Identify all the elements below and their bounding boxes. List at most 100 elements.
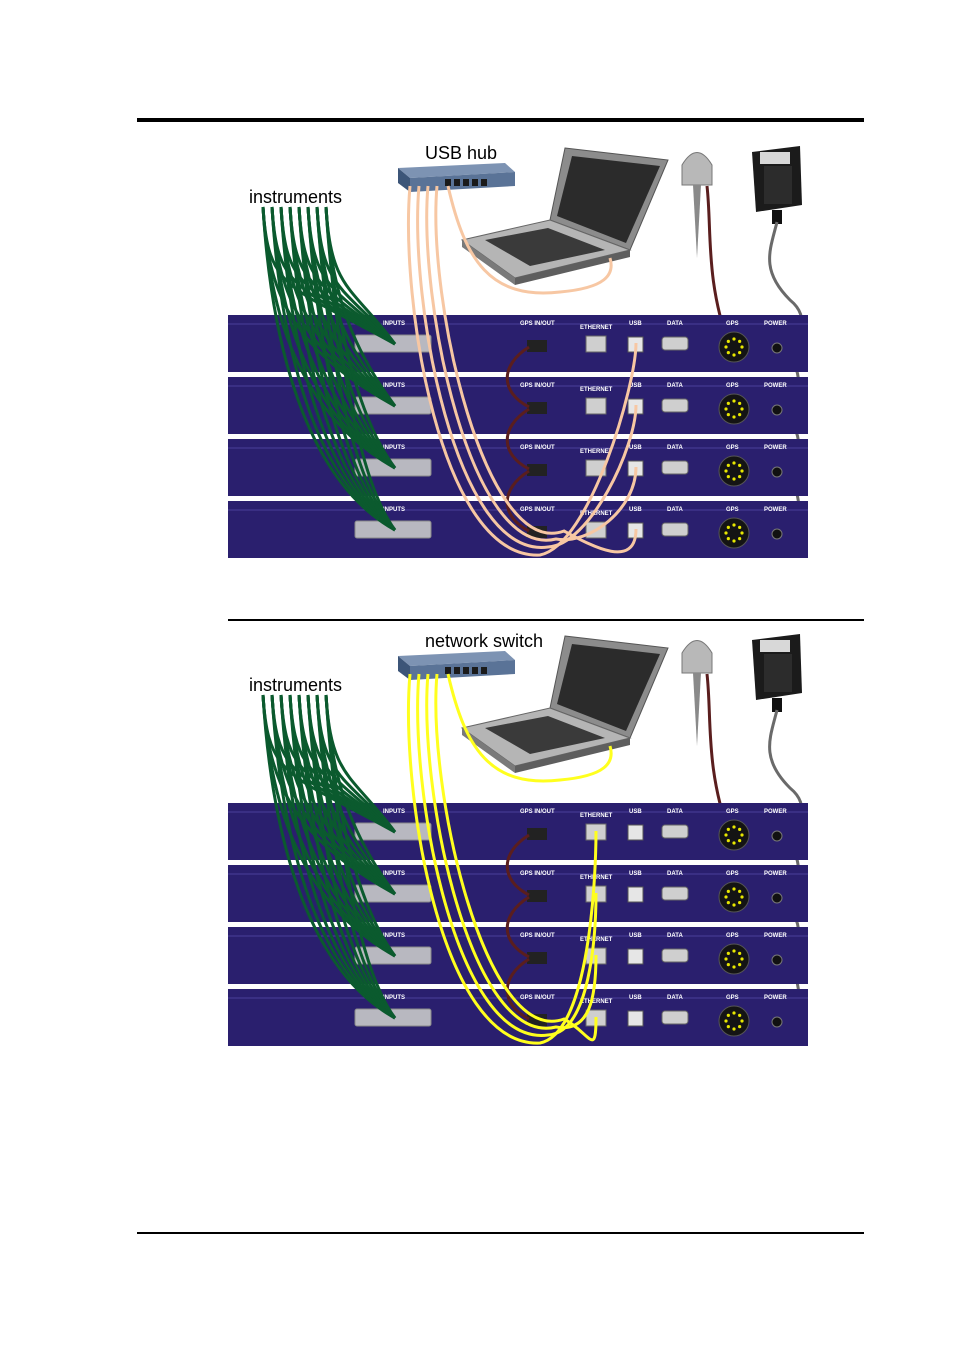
power-label: POWER: [764, 321, 787, 327]
inputs-label: INPUTS: [383, 383, 405, 389]
usb-port: [627, 824, 644, 841]
ethernet-label: ETHERNET: [580, 325, 613, 331]
data-port: [661, 398, 689, 413]
instruments-label: instruments: [249, 187, 342, 207]
data-label: DATA: [667, 383, 683, 389]
gps-in-out-label: GPS IN/OUT: [520, 383, 555, 389]
usb-port: [627, 948, 644, 965]
ethernet-port: [585, 397, 607, 415]
top-rule: [137, 118, 864, 122]
gps-in-out-label: GPS IN/OUT: [520, 321, 555, 327]
power-adapter-icon: [752, 634, 802, 712]
inputs-label: INPUTS: [383, 809, 405, 815]
data-label: DATA: [667, 871, 683, 877]
inputs-label: INPUTS: [383, 995, 405, 1001]
power-label: POWER: [764, 383, 787, 389]
hub-label: network switch: [425, 631, 543, 651]
gps-label: GPS: [726, 871, 739, 877]
inputs-label: INPUTS: [383, 321, 405, 327]
usb-label: USB: [629, 933, 642, 939]
gps-connector: [718, 393, 750, 425]
data-label: DATA: [667, 445, 683, 451]
data-label: DATA: [667, 995, 683, 1001]
power-socket: [771, 1016, 783, 1028]
gps-in-out-label: GPS IN/OUT: [520, 445, 555, 451]
ethernet-label: ETHERNET: [580, 999, 613, 1005]
laptop-icon: [460, 635, 669, 773]
usb-label: USB: [629, 871, 642, 877]
usb-port: [627, 1010, 644, 1027]
gps-daisy-chain-cable: [505, 407, 530, 471]
laptop-cable: [446, 673, 613, 783]
gps-in-out-label: GPS IN/OUT: [520, 507, 555, 513]
gps-label: GPS: [726, 507, 739, 513]
gps-label: GPS: [726, 383, 739, 389]
ethernet-label: ETHERNET: [580, 387, 613, 393]
gps-label: GPS: [726, 321, 739, 327]
ethernet-label: ETHERNET: [580, 937, 613, 943]
power-label: POWER: [764, 933, 787, 939]
gps-antenna-icon: [681, 152, 713, 258]
gps-label: GPS: [726, 809, 739, 815]
power-socket: [771, 342, 783, 354]
hub-label: USB hub: [425, 143, 497, 163]
power-label: POWER: [764, 507, 787, 513]
power-socket: [771, 528, 783, 540]
data-port: [661, 1010, 689, 1025]
power-socket: [771, 830, 783, 842]
gps-antenna-icon: [681, 640, 713, 746]
middle-rule: [228, 619, 864, 621]
data-port: [661, 522, 689, 537]
inputs-label: INPUTS: [383, 507, 405, 513]
data-port: [661, 336, 689, 351]
gps-label: GPS: [726, 995, 739, 1001]
network-switch-icon: [398, 651, 515, 680]
ethernet-label: ETHERNET: [580, 511, 613, 517]
power-socket: [771, 892, 783, 904]
bottom-rule: [137, 1232, 864, 1234]
ethernet-cables: [407, 673, 613, 1045]
gps-connector: [718, 819, 750, 851]
gps-in-out-label: GPS IN/OUT: [520, 809, 555, 815]
gps-connector: [718, 517, 750, 549]
gps-daisy-chain-cable: [505, 833, 530, 897]
gps-daisy-chain-cable: [505, 895, 530, 959]
power-label: POWER: [764, 871, 787, 877]
ethernet-port: [585, 335, 607, 353]
data-label: DATA: [667, 933, 683, 939]
inputs-label: INPUTS: [383, 933, 405, 939]
usb-label: USB: [629, 321, 642, 327]
data-label: DATA: [667, 321, 683, 327]
gps-connector: [718, 1005, 750, 1037]
gps-connector: [718, 943, 750, 975]
gps-label: GPS: [726, 445, 739, 451]
ethernet-label: ETHERNET: [580, 875, 613, 881]
power-label: POWER: [764, 445, 787, 451]
gps-in-out-label: GPS IN/OUT: [520, 995, 555, 1001]
ethernet-label: ETHERNET: [580, 813, 613, 819]
gps-connector: [718, 881, 750, 913]
gps-daisy-chain-cable: [505, 345, 530, 409]
data-port: [661, 460, 689, 475]
data-port: [661, 886, 689, 901]
gps-connector: [718, 331, 750, 363]
gps-connector: [718, 455, 750, 487]
gps-in-out-label: GPS IN/OUT: [520, 933, 555, 939]
power-socket: [771, 466, 783, 478]
ethernet-label: ETHERNET: [580, 449, 613, 455]
data-label: DATA: [667, 809, 683, 815]
power-adapter-icon: [752, 146, 802, 224]
usb-label: USB: [629, 383, 642, 389]
power-label: POWER: [764, 995, 787, 1001]
usb-hub-icon: [398, 163, 515, 192]
laptop-cable: [446, 185, 613, 295]
usb-label: USB: [629, 445, 642, 451]
usb-cables: [407, 185, 638, 557]
usb-port: [627, 886, 644, 903]
data-port: [661, 948, 689, 963]
inputs-label: INPUTS: [383, 871, 405, 877]
